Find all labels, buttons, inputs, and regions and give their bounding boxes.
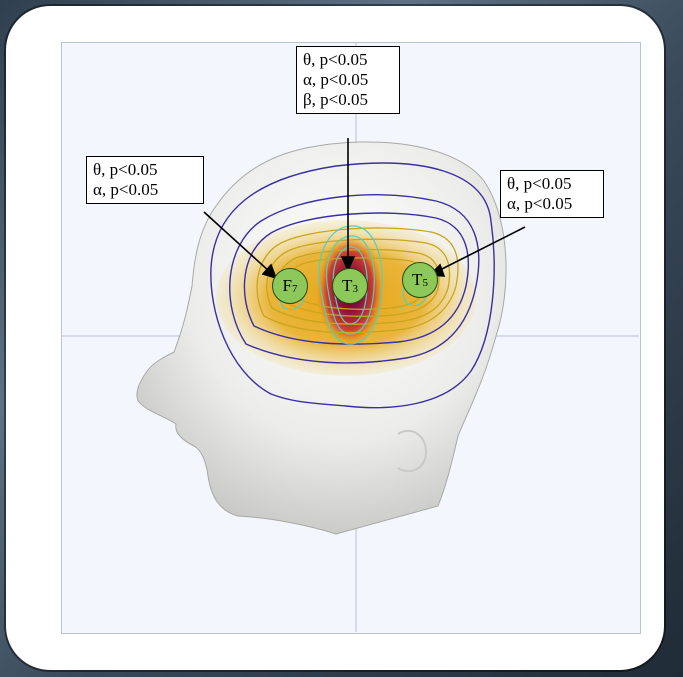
callout-f7-line-2: α, p<0.05 [93,180,197,200]
callout-f7: θ, p<0.05 α, p<0.05 [86,156,204,204]
callout-t3: θ, p<0.05 α, p<0.05 β, p<0.05 [296,46,400,114]
electrode-f7-number: 7 [292,283,298,295]
electrode-t5-letter: T [412,270,422,290]
callout-t3-line-2: α, p<0.05 [303,70,393,90]
figure-card: θ, p<0.05 α, p<0.05 θ, p<0.05 α, p<0.05 … [6,6,664,670]
callout-t5-line-2: α, p<0.05 [507,194,597,214]
callout-f7-line-1: θ, p<0.05 [93,160,197,180]
callout-t3-line-1: θ, p<0.05 [303,50,393,70]
electrode-f7: F7 [272,268,308,304]
electrode-f7-letter: F [283,276,292,296]
callout-t5: θ, p<0.05 α, p<0.05 [500,170,604,218]
electrode-t3-letter: T [342,276,352,296]
electrode-t3: T3 [332,268,368,304]
electrode-t3-number: 3 [352,283,358,295]
callout-t5-line-1: θ, p<0.05 [507,174,597,194]
electrode-t5: T5 [402,262,438,298]
callout-t3-line-3: β, p<0.05 [303,90,393,110]
electrode-t5-number: 5 [422,277,428,289]
